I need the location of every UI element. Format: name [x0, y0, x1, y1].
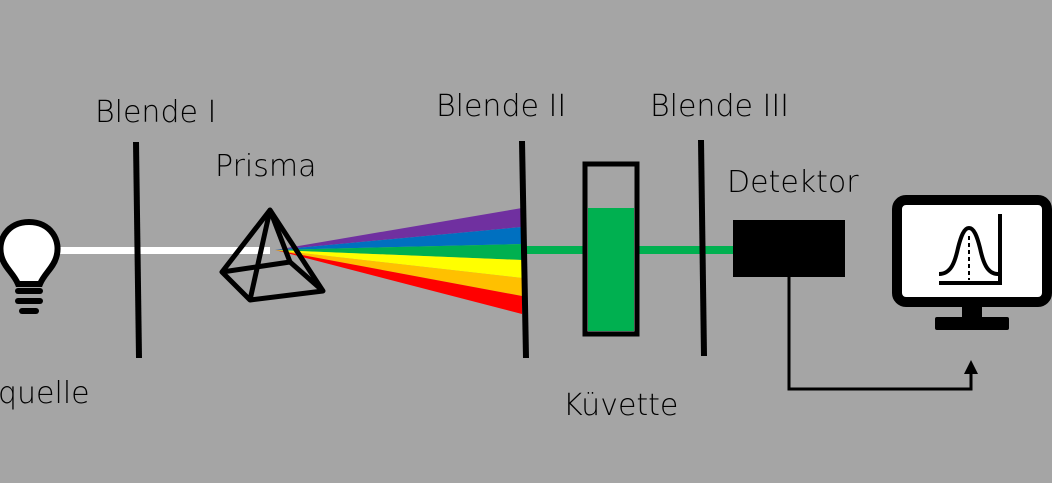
label-prism: Prisma	[215, 149, 316, 184]
aperture-2-slit	[519, 140, 529, 359]
light-bulb-icon	[0, 218, 61, 314]
spectrum-band-green	[275, 244, 522, 260]
monitor-icon	[892, 195, 1052, 330]
spectrum-band-violet	[275, 208, 522, 250]
cuvette-liquid	[588, 208, 634, 331]
spectrum-band-blue	[275, 227, 522, 250]
label-aperture-3: Blende III	[650, 89, 789, 124]
signal-connector	[787, 277, 978, 391]
white-light-beam	[55, 247, 270, 254]
aperture-3-slit	[698, 139, 707, 357]
cuvette	[582, 161, 640, 337]
aperture-1-slit	[133, 141, 142, 359]
spectrum-fan	[275, 208, 522, 314]
label-light-source: quelle	[0, 376, 90, 411]
label-aperture-1: Blende I	[95, 95, 216, 130]
prism-icon	[219, 207, 326, 303]
label-detector: Detektor	[727, 165, 859, 200]
detector-box	[733, 220, 845, 277]
bell-curve-icon	[938, 214, 1002, 285]
label-aperture-2: Blende II	[436, 89, 566, 124]
arrow-up-icon	[964, 360, 978, 374]
spectrum-band-red	[275, 250, 522, 314]
label-cuvette: Küvette	[563, 388, 678, 423]
